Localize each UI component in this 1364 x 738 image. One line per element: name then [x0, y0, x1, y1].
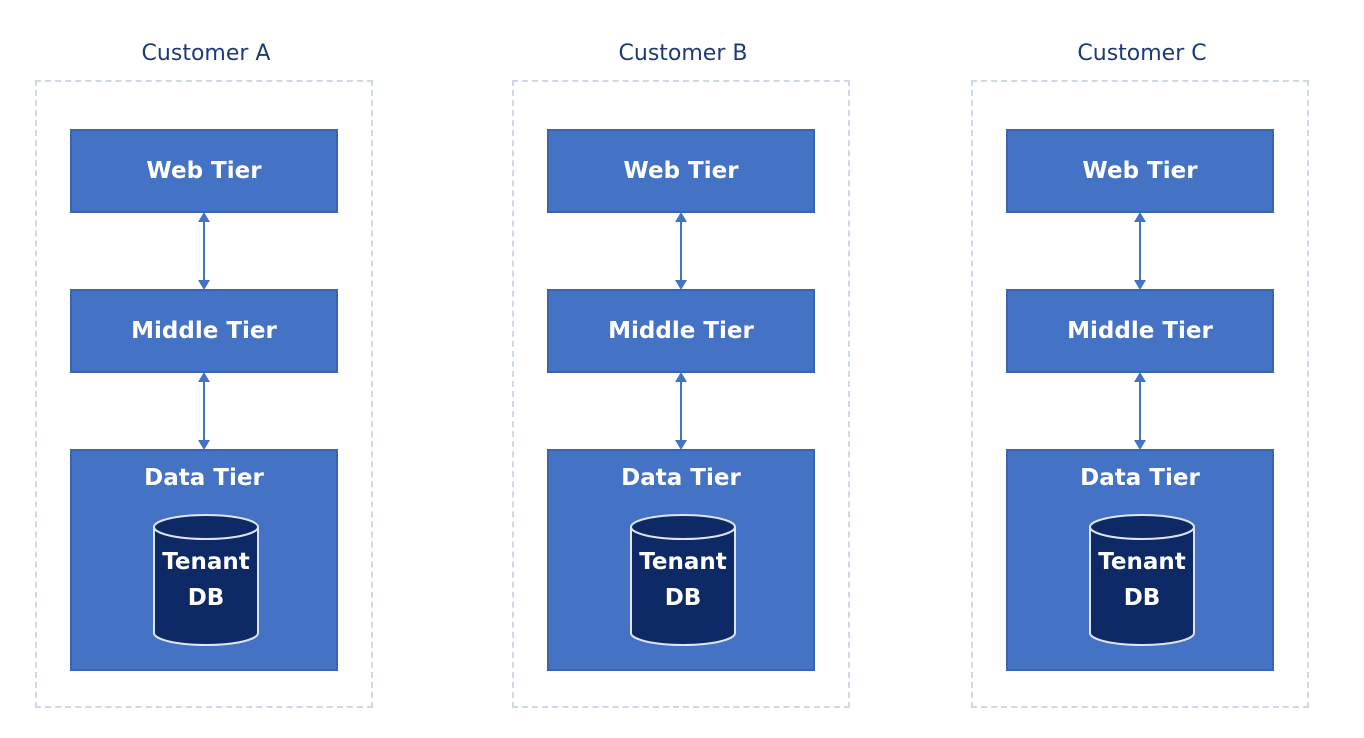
database-cylinder-icon	[1089, 514, 1195, 646]
db-label-line2: DB	[664, 585, 702, 611]
db-label-line2: DB	[1123, 585, 1161, 611]
tenant-db: Tenant DB	[1088, 513, 1196, 647]
customer-title: Customer C	[1077, 41, 1207, 66]
db-label-line2: DB	[187, 585, 225, 611]
customer-a-group: Customer A Web Tier Middle Tier Data Tie…	[35, 0, 377, 738]
web-tier-box: Web Tier	[1006, 129, 1274, 213]
customer-frame	[512, 80, 850, 708]
customer-title: Customer B	[618, 41, 748, 66]
data-tier-label: Data Tier	[1080, 465, 1200, 491]
customer-title: Customer A	[141, 41, 271, 66]
customer-frame	[971, 80, 1309, 708]
data-tier-box: Data Tier Tenant DB	[1006, 449, 1274, 671]
data-tier-box: Data Tier Tenant DB	[70, 449, 338, 671]
middle-tier-box: Middle Tier	[1006, 289, 1274, 373]
data-tier-label: Data Tier	[621, 465, 741, 491]
bidirectional-arrow-icon	[675, 212, 687, 290]
bidirectional-arrow-icon	[198, 212, 210, 290]
data-tier-label: Data Tier	[144, 465, 264, 491]
db-label-line1: Tenant	[1098, 549, 1186, 575]
bidirectional-arrow-icon	[675, 372, 687, 450]
customer-frame	[35, 80, 373, 708]
bidirectional-arrow-icon	[1134, 212, 1146, 290]
web-tier-box: Web Tier	[70, 129, 338, 213]
db-label-line1: Tenant	[639, 549, 727, 575]
bidirectional-arrow-icon	[198, 372, 210, 450]
db-label-line1: Tenant	[162, 549, 250, 575]
customer-b-group: Customer B Web Tier Middle Tier Data Tie…	[512, 0, 854, 738]
web-tier-box: Web Tier	[547, 129, 815, 213]
tenant-db: Tenant DB	[152, 513, 260, 647]
middle-tier-box: Middle Tier	[547, 289, 815, 373]
tenant-db: Tenant DB	[629, 513, 737, 647]
middle-tier-box: Middle Tier	[70, 289, 338, 373]
bidirectional-arrow-icon	[1134, 372, 1146, 450]
data-tier-box: Data Tier Tenant DB	[547, 449, 815, 671]
customer-c-group: Customer C Web Tier Middle Tier Data Tie…	[971, 0, 1313, 738]
database-cylinder-icon	[153, 514, 259, 646]
database-cylinder-icon	[630, 514, 736, 646]
